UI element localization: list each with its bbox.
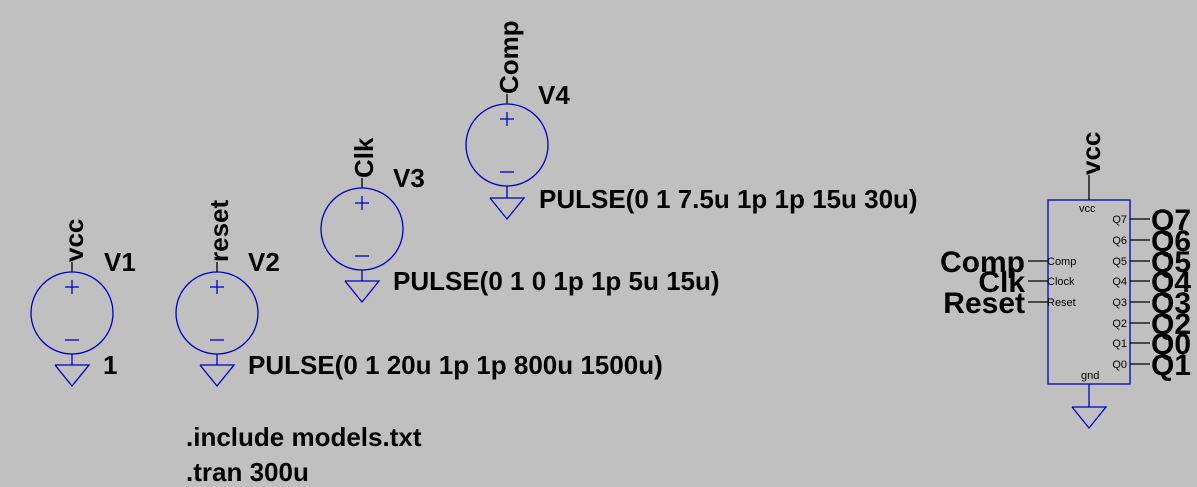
- source-net-label: vcc: [59, 219, 89, 262]
- ic-pin-q2: Q2: [1112, 318, 1127, 330]
- net-label-clk: Clk: [978, 266, 1025, 299]
- ic-pin-comp: Comp: [1047, 256, 1076, 268]
- source-value: 1: [103, 350, 117, 380]
- source-net-label: reset: [204, 200, 234, 262]
- ic-pin-q0: Q0: [1112, 359, 1127, 371]
- ground-icon: [489, 197, 526, 221]
- ic-body: [1047, 199, 1131, 385]
- voltage-source-v1[interactable]: vcc V1 1: [30, 219, 136, 388]
- net-label-reset: Reset: [943, 287, 1025, 320]
- voltage-source-v2[interactable]: reset V2 PULSE(0 1 20u 1p 1p 800u 1500u): [175, 200, 663, 388]
- source-name: V4: [538, 80, 570, 110]
- voltage-source-v3[interactable]: Clk V3 PULSE(0 1 0 1p 1p 5u 15u): [320, 137, 720, 304]
- source-name: V3: [393, 163, 425, 193]
- ground-icon: [54, 364, 91, 388]
- ic-pin-q7: Q7: [1112, 214, 1127, 226]
- net-label-comp: Comp: [940, 246, 1025, 279]
- net-label-q0: Q0: [1151, 328, 1191, 361]
- net-label-q4: Q4: [1151, 266, 1191, 299]
- spice-directive[interactable]: .tran 300u: [186, 457, 309, 487]
- ic-pin-q5: Q5: [1112, 256, 1127, 268]
- ic-supply-pin: vcc: [1079, 203, 1096, 215]
- ground-icon: [344, 280, 381, 304]
- ic-ground-pin: gnd: [1081, 370, 1099, 382]
- net-label-q3: Q3: [1151, 287, 1191, 320]
- net-label-q1: Q1: [1151, 349, 1191, 382]
- ic-pin-reset: Reset: [1047, 297, 1076, 309]
- ground-icon: [199, 364, 236, 388]
- source-name: V1: [104, 247, 136, 277]
- source-value: PULSE(0 1 20u 1p 1p 800u 1500u): [248, 350, 663, 380]
- source-value: PULSE(0 1 7.5u 1p 1p 15u 30u): [539, 184, 918, 214]
- net-label-q6: Q6: [1151, 225, 1191, 258]
- ic-pin-clock: Clock: [1047, 276, 1075, 288]
- source-value: PULSE(0 1 0 1p 1p 5u 15u): [393, 266, 720, 296]
- net-label-q7: Q7: [1151, 204, 1191, 237]
- ground-icon: [1071, 406, 1108, 430]
- ic-pin-q6: Q6: [1112, 235, 1127, 247]
- ic-pin-q1: Q1: [1112, 338, 1127, 350]
- ic-supply-net-label: vcc: [1076, 132, 1106, 175]
- ic-pin-q4: Q4: [1112, 276, 1127, 288]
- ic-pin-q3: Q3: [1112, 297, 1127, 309]
- voltage-source-v4[interactable]: Comp V4 PULSE(0 1 7.5u 1p 1p 15u 30u): [465, 20, 918, 221]
- spice-directive[interactable]: .include models.txt: [186, 422, 422, 452]
- counter-ic[interactable]: vcc vcc gnd Comp Clock Reset Comp Clk Re…: [940, 132, 1191, 430]
- source-net-label: Clk: [349, 137, 379, 178]
- source-name: V2: [248, 247, 280, 277]
- net-label-q5: Q5: [1151, 246, 1191, 279]
- source-net-label: Comp: [494, 20, 524, 94]
- net-label-q2: Q2: [1151, 308, 1191, 341]
